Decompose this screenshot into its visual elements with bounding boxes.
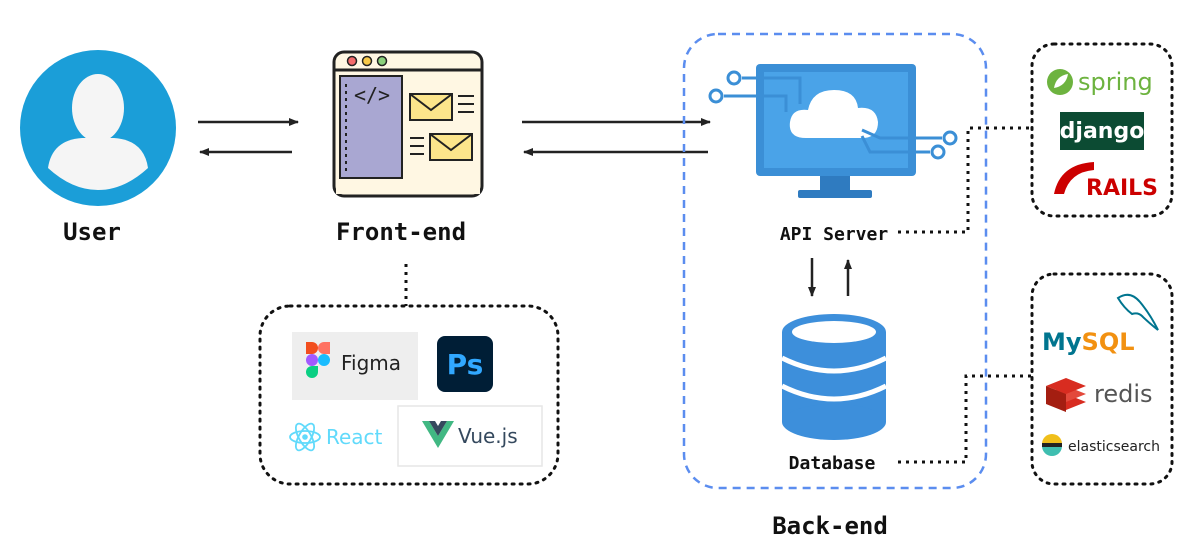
vue-label: Vue.js — [458, 424, 518, 448]
react-logo: React — [289, 422, 383, 452]
vue-logo: Vue.js — [397, 405, 543, 467]
mysql-label-my: My — [1042, 328, 1082, 356]
backend-boundary — [682, 32, 988, 490]
frontend-node: </> Front-end — [332, 50, 484, 246]
vue-icon — [422, 421, 454, 448]
elasticsearch-logo: elasticsearch — [1042, 434, 1160, 456]
data-stores-group: MySQL redis elasticsearch — [1030, 272, 1174, 486]
spring-label: spring — [1078, 68, 1153, 96]
figma-icon — [306, 342, 330, 378]
redis-cube-icon — [1046, 378, 1086, 412]
rails-label: RAILS — [1086, 176, 1158, 201]
backend-group: API Server Database Back-end — [682, 32, 988, 540]
browser-window-icon: </> — [332, 50, 484, 198]
react-label: React — [326, 425, 383, 449]
user-label: User — [63, 218, 121, 246]
redis-logo: redis — [1046, 378, 1153, 412]
server-frameworks-group: spring django RAILS — [1030, 42, 1174, 218]
redis-label: redis — [1094, 380, 1153, 408]
mysql-logo: MySQL — [1042, 293, 1159, 356]
user-silhouette-icon — [48, 74, 148, 190]
mysql-dolphin-icon — [1116, 293, 1159, 331]
figma-logo: Figma — [292, 332, 418, 400]
user-frontend-arrows — [198, 118, 299, 156]
api-server-label: API Server — [780, 224, 889, 245]
user-node: User — [20, 50, 176, 246]
photoshop-logo: Ps — [437, 336, 493, 392]
database-icon — [780, 314, 888, 440]
elasticsearch-label: elasticsearch — [1068, 439, 1160, 455]
rails-logo: RAILS — [1054, 162, 1158, 201]
mysql-label-sql: SQL — [1082, 328, 1135, 356]
api-server-icon — [708, 64, 958, 198]
figma-label: Figma — [341, 351, 401, 375]
rails-swoosh-icon — [1054, 162, 1094, 194]
frontend-backend-arrows — [522, 118, 711, 156]
svg-text:MySQL: MySQL — [1042, 328, 1135, 356]
database-label: Database — [789, 453, 876, 474]
api-frameworks-connector — [898, 126, 1034, 234]
svg-text:</>: </> — [354, 83, 390, 107]
api-database-arrows — [808, 258, 852, 297]
django-label: django — [1060, 119, 1145, 144]
react-icon — [289, 422, 321, 452]
spring-logo: spring — [1047, 68, 1153, 96]
photoshop-label: Ps — [447, 348, 484, 381]
frontend-label: Front-end — [336, 218, 466, 246]
elasticsearch-icon — [1042, 434, 1062, 456]
django-logo: django — [1060, 112, 1145, 150]
database-stores-connector — [898, 374, 1034, 464]
backend-label: Back-end — [772, 512, 888, 540]
frontend-tools-group: Figma Ps React Vue.js — [258, 304, 560, 486]
